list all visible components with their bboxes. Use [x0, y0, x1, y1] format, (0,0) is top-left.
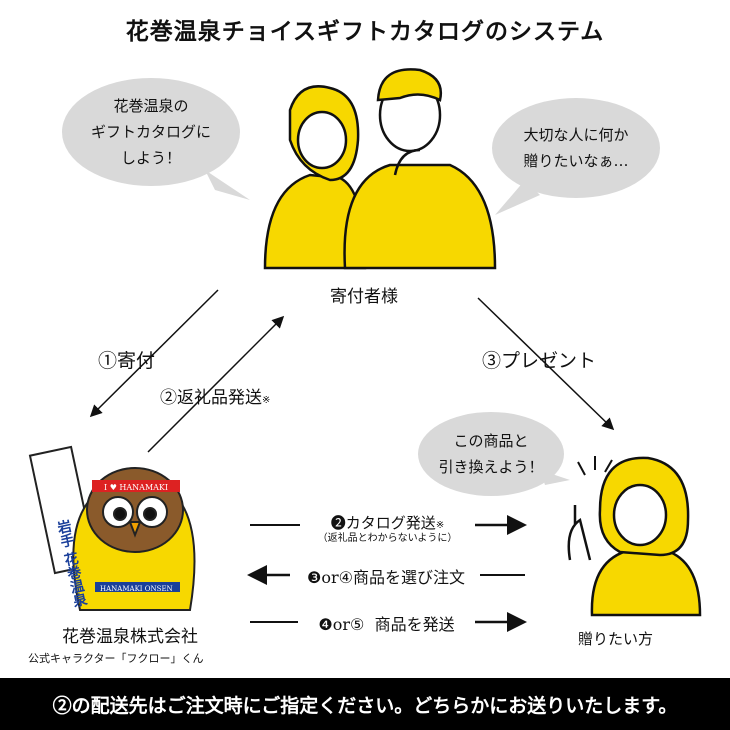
arrow-return-gift [147, 315, 285, 453]
ship-step-number: ❹or⑤ [318, 615, 365, 634]
owl-belt-text: HANAMAKI ONSEN [100, 585, 173, 593]
bubble-tail [205, 170, 250, 200]
recipient-label: 贈りたい方 [578, 630, 654, 648]
recipient-woman-illustration [567, 456, 702, 617]
arrow-donate [89, 289, 219, 418]
flow-return-gift-label: ②返礼品発送 [160, 388, 262, 408]
speech-bubble-donor-right: 大切な人に何か 贈りたいなぁ… [492, 98, 660, 198]
speech-bubble-recipient: この商品と 引き換えよう！ [418, 412, 564, 496]
company-label: 花巻温泉株式会社 [62, 627, 198, 647]
footer-note: ②の配送先はご注文時にご指定ください。どちらかにお送りいたします。 [0, 678, 730, 730]
order-step-number: ❸or④ [307, 568, 353, 587]
arrow-present [477, 297, 615, 431]
return-gift-note: ※ [262, 395, 271, 406]
flow-donate-label: ①寄付 [98, 350, 156, 372]
flow-catalog-label: カタログ発送 [345, 514, 436, 532]
donor-label: 寄付者様 [330, 287, 398, 307]
donor-couple-illustration [263, 68, 497, 270]
owl-band-text: I ♥ HANAMAKI [104, 483, 168, 492]
flow-present-label: ③プレゼント [482, 350, 597, 372]
catalog-step-number: ❷ [330, 514, 346, 532]
flow-ship-label: 商品を発送 [374, 615, 455, 634]
company-sublabel: 公式キャラクター「フクロー」くん [28, 652, 204, 665]
flow-catalog-sublabel: （返礼品とわからないように） [317, 533, 458, 544]
flow-order-label: 商品を選び注文 [352, 568, 465, 587]
catalog-note: ※ [435, 520, 445, 531]
speech-bubble-donor-left: 花巻温泉の ギフトカタログに しよう！ [62, 78, 240, 186]
owl-mascot-fukuro [28, 445, 196, 611]
page-title: 花巻温泉チョイスギフトカタログのシステム [125, 18, 605, 45]
